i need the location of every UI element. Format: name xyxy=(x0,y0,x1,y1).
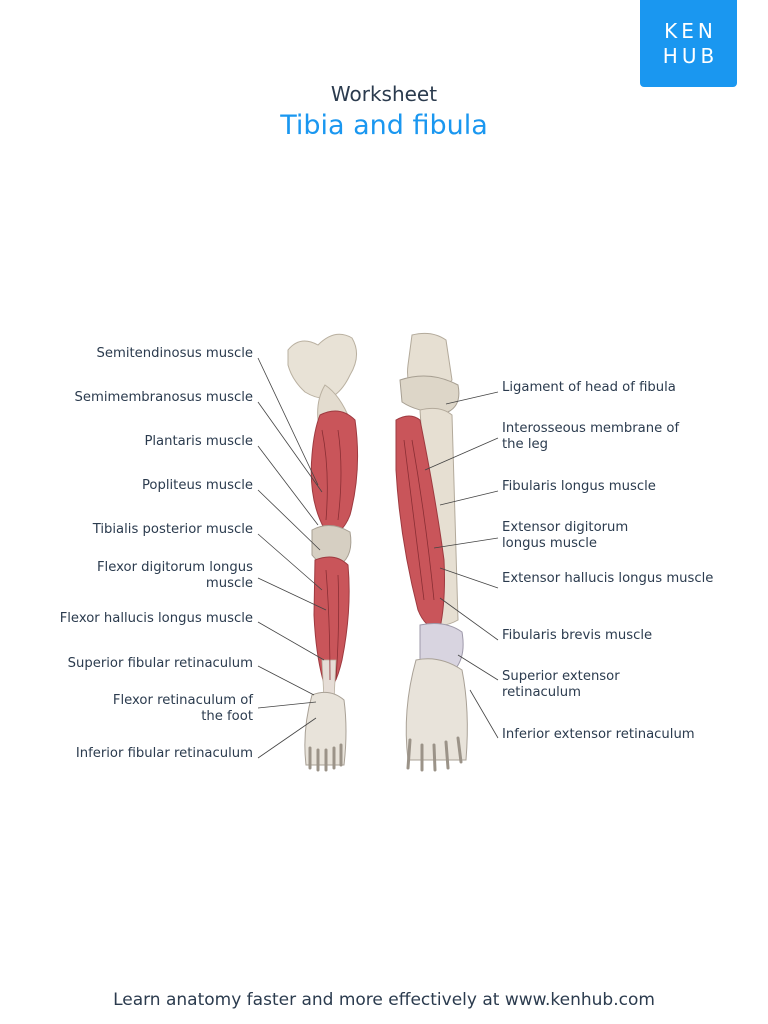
label-flexor-hallucis-longus: Flexor hallucis longus muscle xyxy=(59,611,253,626)
foot-anterior xyxy=(405,658,468,761)
label-superior-fibular-retinaculum: Superior fibular retinaculum xyxy=(67,656,253,671)
label-flexor-retinaculum-foot: Flexor retinaculum of the foot xyxy=(112,693,253,724)
kenhub-logo[interactable]: KEN HUB xyxy=(640,0,737,87)
label-plantaris: Plantaris muscle xyxy=(144,434,253,449)
footer-tagline[interactable]: Learn anatomy faster and more effectivel… xyxy=(113,990,655,1010)
anterior-toes xyxy=(406,736,463,772)
right-leader-lines xyxy=(424,391,499,739)
anterior-leg-drawing xyxy=(395,332,468,772)
knee-anterior xyxy=(399,375,460,413)
label-extensor-hallucis-longus: Extensor hallucis longus muscle xyxy=(502,571,714,586)
label-inferior-extensor-retinaculum: Inferior extensor retinaculum xyxy=(502,727,695,742)
label-fibularis-brevis: Fibularis brevis muscle xyxy=(502,628,653,643)
label-semimembranosus: Semimembranosus muscle xyxy=(74,390,254,405)
posterior-leg-highlights xyxy=(321,429,342,681)
label-popliteus: Popliteus muscle xyxy=(141,478,253,493)
label-inferior-fibular-retinaculum: Inferior fibular retinaculum xyxy=(75,746,253,761)
thigh-muscles-posterior xyxy=(310,410,359,534)
label-interosseous-membrane: Interosseous membrane of the leg xyxy=(502,421,680,452)
calf-muscles-posterior xyxy=(313,556,350,691)
page-title: Tibia and fibula xyxy=(280,110,488,141)
anterior-leg-highlights xyxy=(403,439,435,601)
label-ligament-head-fibula: Ligament of head of fibula xyxy=(502,380,676,395)
left-leader-lines xyxy=(257,357,327,759)
logo-line-1: KEN xyxy=(664,18,717,43)
worksheet-subtitle: Worksheet xyxy=(330,82,438,106)
posterior-leg-drawing xyxy=(287,333,359,772)
label-superior-extensor-retinaculum: Superior extensor retinaculum xyxy=(502,669,620,700)
label-tibialis-posterior: Tibialis posterior muscle xyxy=(92,522,253,537)
pelvis-shape xyxy=(287,333,357,399)
foot-posterior xyxy=(304,691,347,766)
label-extensor-digitorum-longus: Extensor digitorum longus muscle xyxy=(502,520,629,551)
posterior-toes xyxy=(308,743,343,772)
label-fibularis-longus: Fibularis longus muscle xyxy=(502,479,656,494)
logo-line-2: HUB xyxy=(662,43,719,68)
label-semitendinosus: Semitendinosus muscle xyxy=(96,346,254,361)
label-flexor-digitorum-longus: Flexor digitorum longus muscle xyxy=(96,560,253,591)
